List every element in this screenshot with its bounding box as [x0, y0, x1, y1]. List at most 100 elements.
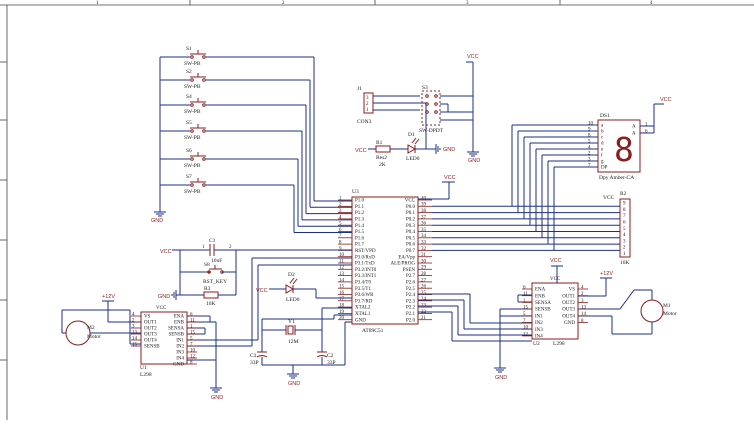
driver-pin-number: 8 — [581, 319, 584, 324]
d1-part: LED0 — [406, 156, 420, 162]
ds1-pin-number: 4 — [588, 145, 591, 150]
c1-value: 10uF — [211, 258, 222, 264]
m1-part: Motor — [663, 311, 677, 317]
y1-ref: Y1 — [288, 319, 295, 325]
r3-ref: R3 — [204, 286, 211, 292]
j1-pin-1: 1 — [366, 108, 369, 113]
mcu-pin-number: 10 — [339, 253, 345, 258]
mcu-pin-name: P0.6 — [406, 243, 416, 248]
u2-ref: U2 — [533, 341, 540, 347]
mcu-pin-name: P3.7/RD — [355, 299, 373, 304]
driver-pin-name: ENA — [174, 315, 185, 320]
mcu-pin-number: 38 — [421, 209, 427, 214]
j1-ref: J1 — [357, 86, 362, 92]
u2-part: L298 — [553, 341, 565, 347]
mcu-pin-number: 35 — [421, 228, 427, 233]
mcu-pin-name: P2.7 — [406, 274, 416, 279]
driver-pin-name: SENSB — [168, 333, 184, 338]
button-contact — [202, 157, 206, 161]
r1-value: 2K — [379, 162, 386, 168]
m2-ref: M2 — [87, 325, 95, 331]
ds1-pin-number: 10 — [588, 121, 594, 126]
mcu-pin-number: 8 — [339, 241, 342, 246]
mcu-pin-name: P1.5 — [355, 230, 365, 235]
c1-pin1: 1 — [202, 245, 205, 250]
ds1-pin-number: 7 — [588, 163, 591, 168]
u1-ref: U1 — [140, 365, 147, 371]
ds1-glyph: 8 — [614, 130, 634, 169]
driver-pin-name: ENA — [535, 288, 546, 293]
mcu-pin-name: XTAL2 — [355, 306, 371, 311]
button-contact — [202, 55, 206, 59]
button-ref: S2 — [186, 69, 192, 75]
mcu-vcc: VCC — [444, 175, 456, 181]
ground-symbol — [494, 367, 506, 373]
mcu-pin-name: P2.2 — [406, 306, 416, 311]
driver-pin-name: OUT2 — [562, 301, 575, 306]
driver-pin-name: IN1 — [535, 314, 543, 319]
mcu-ref: U3 — [352, 189, 359, 195]
mcu-pin-number: 34 — [421, 234, 427, 239]
ds1-segment-name: a — [601, 124, 604, 129]
mcu-pin-number: 33 — [421, 241, 427, 246]
driver-pin-number: 7 — [190, 342, 193, 347]
mcu-pin-name: P3.6/WR — [355, 293, 374, 298]
r3-value: 10K — [206, 301, 216, 307]
j1-pin-3: 3 — [366, 96, 369, 101]
mcu-pin-name: EA/Vpp — [398, 255, 415, 260]
ds1-common-pin: 1 — [645, 122, 648, 127]
mcu-pin-number: 18 — [339, 304, 345, 309]
mcu-pin-name: P2.0 — [406, 318, 416, 323]
button-contact — [202, 183, 206, 187]
button-ref: S7 — [186, 174, 192, 180]
driver-pin-name: SENSA — [168, 327, 184, 332]
s3-ref: S3 — [422, 85, 428, 91]
d1-ref: D1 — [408, 132, 415, 138]
ground-symbol — [435, 144, 441, 154]
driver-pin-number: 14 — [132, 336, 138, 341]
button-contact — [202, 103, 206, 107]
c2-ref: C2 — [327, 353, 334, 359]
driver-pin-name: OUT1 — [562, 294, 575, 299]
u1-part: L298 — [140, 372, 152, 378]
driver-pin-number: 13 — [132, 330, 138, 335]
ds1-pin-number: 5 — [588, 139, 591, 144]
r2-pin-number: 2 — [623, 246, 626, 251]
crystal-gnd: GND — [288, 381, 300, 387]
driver-pin-name: IN4 — [535, 335, 543, 340]
ds1-part: Dpy Amber-CA — [599, 175, 634, 181]
y1-value: 12M — [288, 339, 299, 345]
mcu-part: AT89C51 — [362, 328, 384, 334]
gnd-label: GND — [151, 218, 163, 224]
driver-pin-name: OUT3 — [562, 308, 575, 313]
r2-pin-number: 8 — [623, 208, 626, 213]
ground-symbol — [287, 373, 299, 379]
mcu-pin-name: P0.7 — [406, 249, 416, 254]
mcu-pin-name: P1.1 — [355, 205, 365, 210]
driver-pin-number: 7 — [523, 319, 526, 324]
r2-value: 10K — [620, 260, 630, 266]
mcu-pin-name: P1.7 — [355, 243, 365, 248]
mcu-pin-name: P1.3 — [355, 218, 365, 223]
mcu-pin-name: XTAL1 — [355, 312, 371, 317]
c2-value: 33P — [327, 360, 336, 366]
mcu-pin-name: P3.5/T1 — [355, 287, 371, 292]
driver-pin-number: 14 — [581, 312, 587, 317]
ds1-segment-name: c — [601, 136, 604, 141]
d2-ref: D2 — [288, 272, 295, 278]
button-type: SW-PB — [184, 189, 201, 195]
m1-ref: M1 — [663, 303, 671, 309]
mcu-pin-name: RST/VPD — [355, 249, 376, 254]
mcu-pin-name: P3.3/INT1 — [355, 274, 377, 279]
ds1-ref: DS1 — [600, 113, 610, 119]
mcu-pin-name: P0.2 — [406, 218, 416, 223]
driver-pin-number: 5 — [190, 336, 193, 341]
driver-pin-number: 12 — [190, 354, 196, 359]
mcu-pin-number: 29 — [421, 266, 427, 271]
driver-pin-number: 8 — [190, 360, 193, 365]
driver-pin-number: 10 — [190, 348, 196, 353]
